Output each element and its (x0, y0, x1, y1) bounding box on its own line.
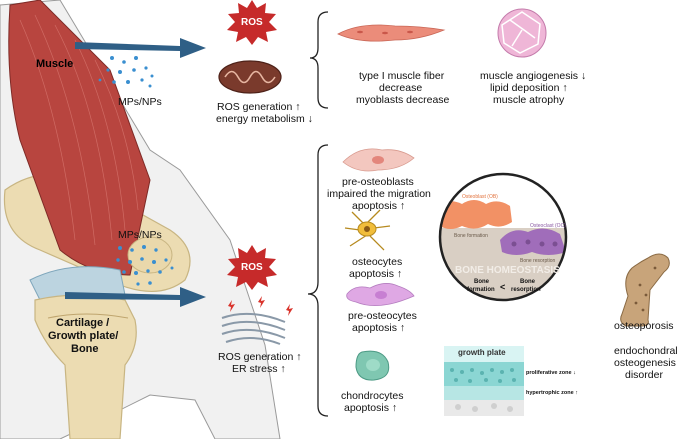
mitochondrion-icon (218, 60, 282, 94)
patella (127, 236, 173, 274)
fiber-effect-line1: type I muscle fiber (359, 70, 445, 82)
muscle-label: Muscle (36, 58, 74, 70)
tissue-effect-line1: muscle angiogenesis ↓ (480, 70, 587, 82)
bone-formation-small-label: Bone formation (454, 233, 488, 239)
preosteocytes-line2: apoptosis ↑ (352, 322, 406, 334)
mito-effect-line1: ROS generation ↑ (217, 101, 301, 113)
chondrocytes-line2: apoptosis ↑ (344, 402, 398, 414)
endochondral-line3: disorder (625, 369, 663, 381)
cartilage-label-line3: Bone (71, 343, 99, 355)
compare-left-line2: formation (467, 287, 495, 293)
femur-icon (620, 253, 670, 327)
mps-nps-top-label: MPs/NPs (118, 96, 162, 108)
osteocytes-line2: apoptosis ↑ (349, 268, 403, 280)
osteoclast-label: Osteoclast (OC) (530, 223, 566, 229)
mito-effect-line2: energy metabolism ↓ (216, 113, 313, 125)
osteocytes-line1: osteocytes (352, 256, 403, 268)
osteoporosis-label: osteoporosis (614, 320, 674, 332)
compare-left-line1: Bone (474, 279, 489, 285)
hypertrophic-zone-label: hypertrophic zone ↑ (526, 390, 578, 396)
growth-plate-title: growth plate (458, 348, 506, 357)
arrow-to-bone-effects (65, 287, 206, 307)
mps-particles-mid (116, 245, 174, 286)
mps-particles-top (98, 56, 154, 88)
proliferative-zone-label: proliferative zone ↓ (526, 370, 576, 376)
er-effect-line2: ER stress ↑ (232, 363, 286, 375)
compare-right-line2: resorption (511, 287, 541, 293)
bone-resorption-small-label: Bone resorption (520, 258, 556, 264)
compare-sign: < (500, 282, 506, 292)
muscle-fiber-icon (337, 24, 446, 42)
ros-burst-top (227, 0, 277, 45)
ros-burst-bottom (227, 245, 277, 290)
chondrocytes-line1: chondrocytes (341, 390, 404, 402)
cartilage-label-line1: Cartilage / (56, 317, 110, 329)
lightning-icons (228, 296, 293, 316)
bone-homeostasis-title: BONE HOMEOSTASIS (455, 265, 560, 276)
er-effect-line1: ROS generation ↑ (218, 351, 302, 363)
preosteoblast-line3: apoptosis ↑ (352, 200, 406, 212)
preosteoblast-line2: impaired the migration (327, 188, 431, 200)
compare-right-line1: Bone (520, 279, 535, 285)
ros-bottom-label: ROS (241, 262, 263, 273)
tibia-growth-line (47, 313, 129, 319)
thigh-muscle (8, 0, 151, 276)
tissue-effect-line2: lipid deposition ↑ (490, 82, 568, 94)
ros-top-label: ROS (241, 17, 263, 28)
preosteoblast-line1: pre-osteoblasts (342, 176, 414, 188)
er-stress-icon (221, 312, 286, 345)
endochondral-line1: endochondral (614, 345, 677, 357)
muscle-striations (19, 14, 139, 246)
tissue-effect-line3: muscle atrophy (493, 94, 565, 106)
fiber-effect-line2: decrease (379, 82, 423, 94)
arrow-to-muscle-effects (75, 38, 206, 58)
fiber-effect-line3: myoblasts decrease (356, 94, 450, 106)
muscle-tissue-icon (497, 8, 547, 58)
preosteocytes-line1: pre-osteocytes (348, 310, 417, 322)
cartilage-label-line2: Growth plate/ (48, 330, 119, 342)
brace-bone (307, 144, 329, 417)
endochondral-line2: osteogenesis (614, 357, 676, 369)
brace-muscle (309, 11, 329, 109)
growth-plate-panel (444, 346, 524, 416)
mps-nps-mid-label: MPs/NPs (118, 229, 162, 241)
osteocyte-icon (344, 209, 391, 251)
osteoblast-label: Osteoblast (OB) (462, 194, 498, 200)
